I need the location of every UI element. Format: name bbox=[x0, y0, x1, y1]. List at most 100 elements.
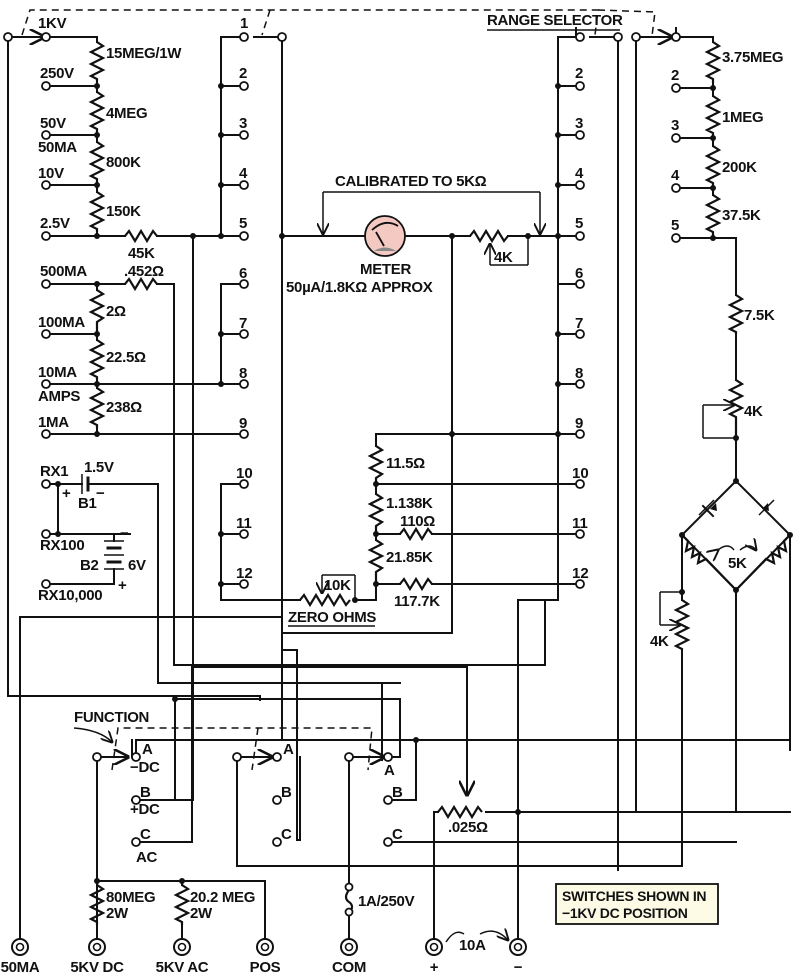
terminal-1kv[interactable] bbox=[41, 32, 51, 42]
function-deck-1-a[interactable] bbox=[131, 752, 141, 762]
meter bbox=[364, 215, 406, 257]
svg-text:3: 3 bbox=[671, 117, 679, 134]
terminal-2-5v[interactable] bbox=[41, 231, 51, 241]
jack-10a-plus[interactable]: + bbox=[425, 938, 443, 976]
function-c-label: C bbox=[140, 826, 151, 843]
svg-text:6: 6 bbox=[575, 265, 583, 282]
terminal-500ma[interactable] bbox=[41, 279, 51, 289]
label-pot-4k-lower[interactable]: 4K bbox=[650, 633, 669, 650]
svg-text:11: 11 bbox=[572, 515, 588, 532]
jack-label: 5KV AC bbox=[156, 959, 209, 976]
meter-circuit bbox=[281, 191, 581, 634]
label-b1-voltage: 1.5V bbox=[84, 459, 114, 476]
label-10ma: 10MA bbox=[38, 364, 77, 381]
jack-label: COM bbox=[332, 959, 366, 976]
function-b-label: B bbox=[140, 784, 151, 801]
label-2-5v: 2.5V bbox=[40, 215, 70, 232]
jack-5kv-ac[interactable]: 5KV AC bbox=[156, 938, 209, 976]
label-22-5-ohm: 22.5Ω bbox=[106, 349, 146, 366]
function-deck-3-c[interactable] bbox=[383, 837, 393, 847]
jack-label: 50MA bbox=[1, 959, 40, 976]
jack-label: 5KV DC bbox=[70, 959, 124, 976]
jack-10a-minus[interactable]: − bbox=[509, 938, 527, 976]
zero-ohms-label: ZERO OHMS bbox=[288, 609, 376, 626]
label-20-2meg: 20.2 MEG bbox=[190, 889, 255, 906]
b1-minus: − bbox=[96, 485, 105, 502]
label-b2: B2 bbox=[80, 557, 99, 574]
jack-com[interactable]: COM bbox=[332, 938, 366, 976]
deck2-c-label: C bbox=[281, 826, 292, 843]
function-ac-label: AC bbox=[136, 849, 158, 866]
function-label: FUNCTION bbox=[74, 709, 149, 726]
function-deck-2-c[interactable] bbox=[272, 837, 282, 847]
current-shunt bbox=[49, 276, 241, 625]
jacks: 50MA 5KV DC 5KV AC POS COM + − bbox=[1, 938, 527, 976]
svg-text:10: 10 bbox=[572, 465, 589, 482]
terminal-10v[interactable] bbox=[41, 180, 51, 190]
label-1ma: 1MA bbox=[38, 414, 69, 431]
label-1kv: 1KV bbox=[38, 15, 67, 32]
function-deck-3-common[interactable] bbox=[344, 752, 354, 762]
calibrated-label: CALIBRATED TO 5KΩ bbox=[335, 173, 487, 190]
jack-pos[interactable]: POS bbox=[250, 938, 281, 976]
function-deck-1-c[interactable] bbox=[131, 837, 141, 847]
label-pot-4k-right[interactable]: 4K bbox=[744, 403, 763, 420]
range-selector-linkage[interactable] bbox=[21, 9, 656, 37]
function-deck-2-common[interactable] bbox=[232, 752, 242, 762]
terminal-rx100[interactable] bbox=[41, 529, 51, 539]
function-deck-3-b[interactable] bbox=[383, 795, 393, 805]
svg-text:9: 9 bbox=[239, 415, 247, 432]
svg-text:9: 9 bbox=[575, 415, 583, 432]
label-15meg: 15MEG/1W bbox=[106, 45, 182, 62]
label-2-ohm: 2Ω bbox=[106, 303, 126, 320]
deck3-b-label: B bbox=[392, 784, 403, 801]
svg-text:8: 8 bbox=[239, 365, 247, 382]
terminal-10ma-amps[interactable] bbox=[41, 379, 51, 389]
note-line-1: SWITCHES SHOWN IN bbox=[562, 888, 706, 904]
function-plus-dc-label: +DC bbox=[130, 801, 160, 818]
terminal-1ma[interactable] bbox=[41, 429, 51, 439]
label-500ma: 500MA bbox=[40, 263, 87, 280]
svg-text:3: 3 bbox=[239, 115, 247, 132]
function-deck-2-b[interactable] bbox=[272, 795, 282, 805]
svg-text:3: 3 bbox=[575, 115, 583, 132]
label-800k: 800K bbox=[106, 154, 141, 171]
label-117-7k: 117.7K bbox=[394, 593, 440, 610]
label-7-5k: 7.5K bbox=[744, 307, 775, 324]
svg-text:5: 5 bbox=[575, 215, 583, 232]
label-10a: 10A bbox=[459, 937, 486, 954]
10a-arrow-left bbox=[445, 931, 465, 943]
label-0452-ohm: .452Ω bbox=[124, 263, 164, 280]
function-pointer-arrow bbox=[73, 727, 112, 742]
common-switch-terminal[interactable] bbox=[3, 32, 13, 42]
label-pot-4k-calibration[interactable]: 4K bbox=[494, 249, 513, 266]
terminal-rx1[interactable] bbox=[41, 479, 51, 489]
label-20-2meg-watt: 2W bbox=[190, 905, 213, 922]
function-a-label: A bbox=[142, 741, 153, 758]
function-deck-3-a[interactable] bbox=[383, 752, 393, 762]
label-3-75meg: 3.75MEG bbox=[722, 49, 783, 66]
label-shunt-0025: .025Ω bbox=[448, 819, 488, 836]
svg-text:5: 5 bbox=[671, 217, 679, 234]
function-deck-1-common[interactable] bbox=[92, 752, 102, 762]
terminal-100ma[interactable] bbox=[41, 329, 51, 339]
terminal-250v[interactable] bbox=[41, 81, 51, 91]
jack-label: + bbox=[430, 959, 439, 976]
range-selector-label: RANGE SELECTOR bbox=[487, 12, 623, 29]
meter-spec: 50µA/1.8KΩ APPROX bbox=[286, 279, 433, 296]
jack-50ma[interactable]: 50MA bbox=[1, 938, 40, 976]
lower-pot bbox=[659, 589, 691, 867]
function-deck-1-b[interactable] bbox=[131, 795, 141, 805]
svg-text:4: 4 bbox=[575, 165, 584, 182]
range-deck-3-contacts[interactable] bbox=[631, 32, 681, 243]
10a-arrow-right bbox=[479, 931, 508, 940]
svg-text:11: 11 bbox=[236, 515, 252, 532]
label-zero-ohms-pot-10k[interactable]: 10K bbox=[324, 577, 351, 594]
terminal-rx10000[interactable] bbox=[41, 579, 51, 589]
function-deck-2-a[interactable] bbox=[272, 752, 282, 762]
jack-5kv-dc[interactable]: 5KV DC bbox=[70, 938, 124, 976]
range-deck-1-contacts[interactable] bbox=[239, 32, 287, 589]
range-deck-2-contacts[interactable] bbox=[575, 32, 623, 589]
label-1meg: 1MEG bbox=[722, 109, 763, 126]
terminal-50v[interactable] bbox=[41, 130, 51, 140]
